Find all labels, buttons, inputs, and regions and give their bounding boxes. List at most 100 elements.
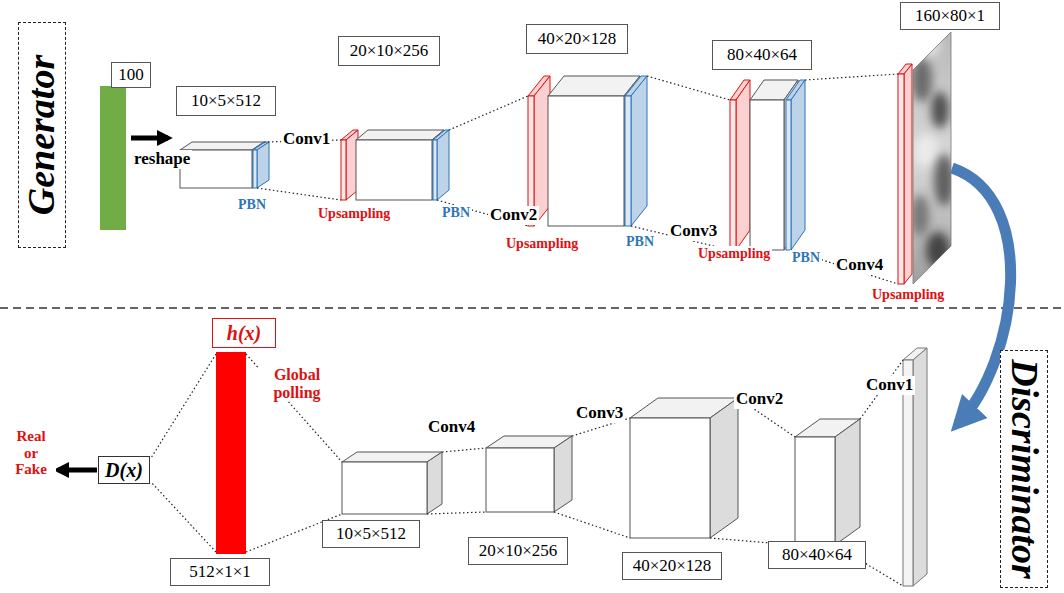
- output-arrow: [58, 468, 97, 473]
- image-border: [913, 32, 951, 284]
- dotted-line: [791, 250, 898, 284]
- box-top: [180, 142, 264, 150]
- pbn-slab: [786, 80, 805, 250]
- label-text: PBN: [792, 250, 820, 265]
- box-front: [342, 462, 427, 514]
- layer-label: Conv1: [281, 130, 332, 149]
- latent-vector: [100, 86, 126, 230]
- box-front: [625, 96, 631, 226]
- layer-label: Upsampling: [316, 206, 392, 221]
- layer-label: Upsampling: [504, 236, 580, 251]
- box-front: [898, 74, 904, 284]
- dotted-line: [442, 448, 486, 452]
- title-box: Generator: [18, 22, 66, 248]
- box-text: 10×5×512: [191, 92, 261, 111]
- image-texture: [931, 92, 949, 128]
- layer-label: Real or Fake: [6, 428, 56, 478]
- dotted-line: [647, 76, 730, 100]
- dotted-line: [151, 482, 216, 552]
- box-text: 160×80×1: [915, 7, 985, 26]
- box-side: [710, 398, 738, 538]
- image-texture: [926, 232, 950, 268]
- image-texture: [912, 58, 932, 102]
- layer-label: reshape: [132, 150, 192, 169]
- dotted-line: [257, 188, 341, 200]
- label-text: Conv1: [866, 375, 913, 394]
- dimension-box: 40×20×128: [526, 24, 628, 54]
- label-text: Upsampling: [318, 206, 390, 221]
- dimension-box: 10×5×512: [322, 520, 420, 548]
- label-text: Real or Fake: [15, 428, 47, 477]
- layer-label: Conv1: [864, 376, 915, 395]
- box-front: [433, 140, 437, 200]
- box-side: [257, 142, 269, 188]
- box-text: h(x): [227, 322, 261, 344]
- label-text: Conv2: [490, 205, 537, 224]
- label-text: Conv4: [428, 417, 475, 436]
- dimension-box: 80×40×64: [712, 40, 812, 70]
- feature-cube: [356, 130, 444, 200]
- box-side: [791, 80, 805, 250]
- dimension-box: 10×5×512: [176, 86, 276, 116]
- label-text: Upsampling: [698, 246, 770, 261]
- box-text: 40×20×128: [633, 557, 712, 576]
- dotted-line: [449, 96, 528, 130]
- box-text: D(x): [105, 459, 143, 481]
- label-text: PBN: [442, 205, 470, 220]
- box-text: 40×20×128: [538, 30, 617, 49]
- reshape-arrow: [131, 136, 168, 141]
- upsampling-slab: [730, 80, 750, 250]
- label-text: Upsampling: [506, 236, 578, 251]
- box-front: [356, 140, 432, 200]
- title-text: Discriminator: [1003, 359, 1045, 579]
- pbn-slab: [253, 142, 269, 188]
- box-front: [730, 100, 736, 250]
- box-side: [554, 436, 572, 512]
- label-text: reshape: [134, 149, 190, 168]
- label-text: PBN: [626, 234, 654, 249]
- dotted-line: [427, 512, 486, 514]
- image-ground: [905, 25, 960, 295]
- layer-label: Conv3: [668, 222, 719, 241]
- pbn-slab: [625, 76, 647, 226]
- pooled-vector: [216, 352, 246, 554]
- layer-label: PBN: [440, 205, 472, 220]
- box-text: 10×5×512: [336, 525, 406, 544]
- dotted-line: [151, 354, 216, 458]
- feature-box: h(x): [212, 318, 276, 348]
- dimension-box: 20×10×256: [468, 537, 568, 565]
- layer-label: Upsampling: [870, 287, 946, 302]
- upsampling-slab: [898, 64, 912, 284]
- layer-label: Conv3: [574, 404, 625, 423]
- box-side: [631, 76, 647, 226]
- image-texture: [911, 195, 929, 235]
- dimension-box: 20×10×256: [338, 36, 440, 66]
- feature-cube: [180, 142, 264, 188]
- label-text: Conv3: [670, 221, 717, 240]
- title-text: Generator: [21, 55, 63, 215]
- layer-label: Conv2: [734, 390, 785, 409]
- label-text: Upsampling: [872, 287, 944, 302]
- box-front: [786, 100, 791, 250]
- title-box: Discriminator: [1000, 350, 1048, 588]
- box-front: [341, 140, 346, 200]
- feature-cube: [548, 76, 640, 226]
- image-texture: [914, 134, 938, 166]
- box-top: [356, 130, 444, 140]
- box-side: [736, 80, 750, 250]
- dotted-line: [246, 354, 342, 462]
- layer-label: Conv2: [488, 206, 539, 225]
- generated-image: [905, 25, 960, 295]
- feature-cube: [795, 419, 860, 545]
- box-front: [795, 437, 835, 545]
- feature-cube: [630, 398, 738, 538]
- layer-label: Upsampling: [696, 246, 772, 261]
- dimension-box: 160×80×1: [900, 2, 1000, 30]
- box-text: 80×40×64: [727, 46, 797, 65]
- upsampling-slab: [528, 76, 550, 226]
- box-text: 80×40×64: [782, 546, 852, 565]
- layer-label: Global polling: [258, 366, 336, 401]
- layer-label: Conv4: [426, 418, 477, 437]
- box-front: [486, 448, 554, 512]
- feature-cube: [750, 80, 798, 250]
